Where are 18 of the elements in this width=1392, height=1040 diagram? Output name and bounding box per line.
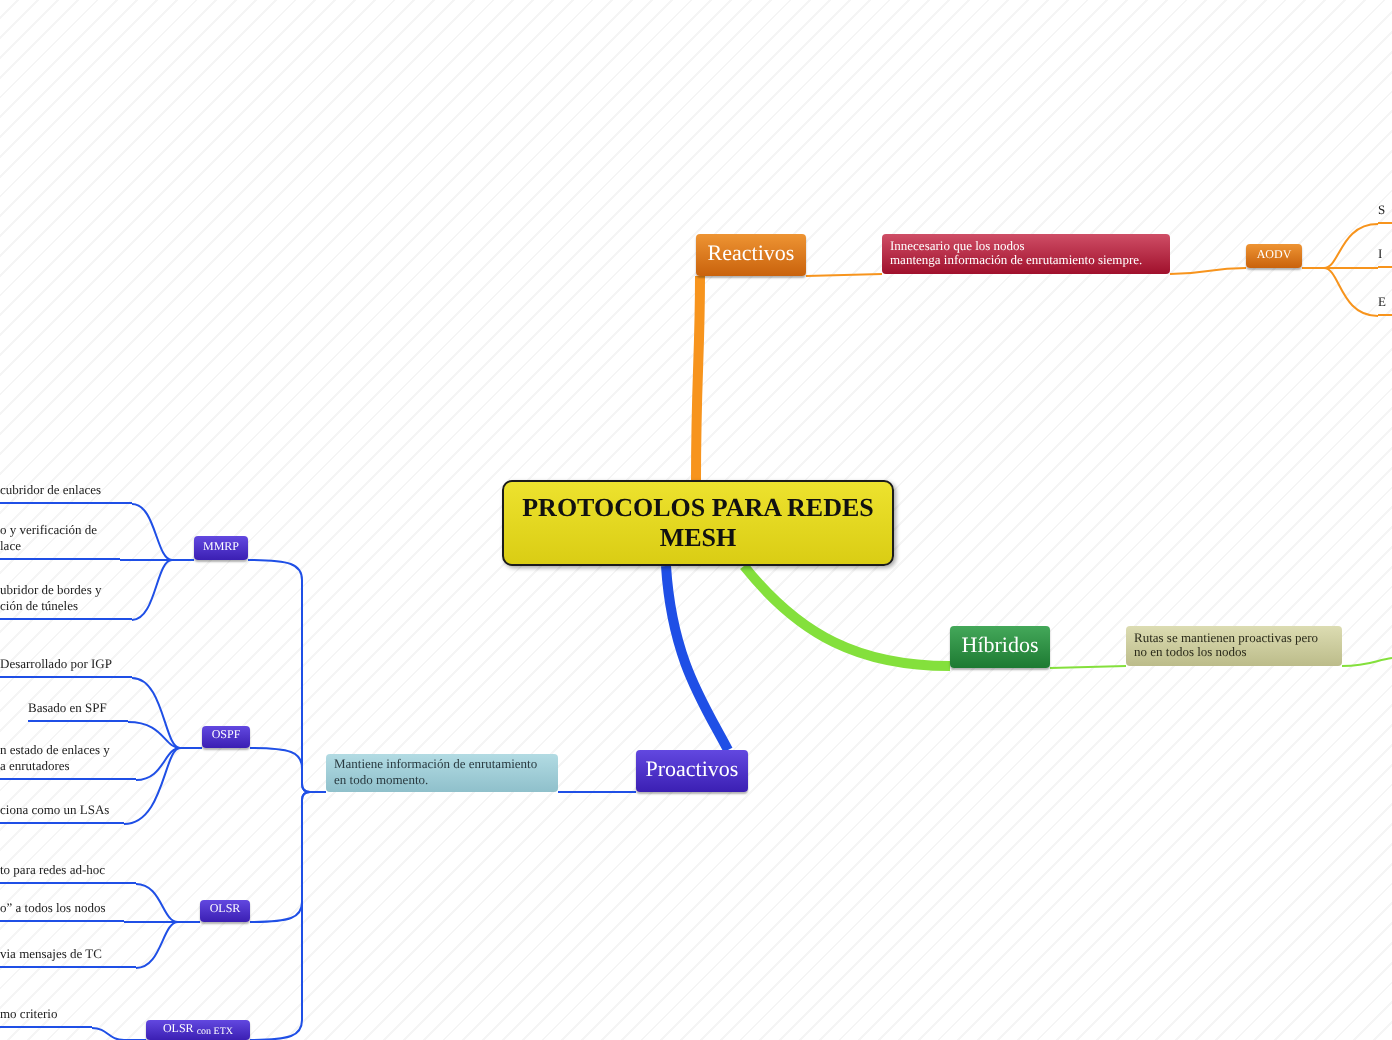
branch-line [1049, 665, 1127, 669]
branch-line [661, 565, 733, 753]
main-topic: Proactivos [636, 750, 748, 792]
central-topic: PROTOCOLOS PARA REDES MESH [502, 480, 894, 566]
main-topic: Reactivos [696, 234, 806, 276]
branch-line [123, 747, 203, 825]
branch-line [1169, 267, 1247, 275]
branch-line [691, 276, 705, 480]
main-topic: Híbridos [950, 626, 1050, 668]
branch-line [557, 791, 637, 793]
branch-line [91, 1027, 147, 1040]
branch-line [131, 559, 195, 621]
branch-line [135, 921, 201, 969]
branch-line [1301, 267, 1379, 317]
branch-line [805, 273, 883, 277]
branch-line [249, 791, 327, 1040]
branch-line [740, 562, 951, 671]
branch-line [1341, 657, 1392, 667]
